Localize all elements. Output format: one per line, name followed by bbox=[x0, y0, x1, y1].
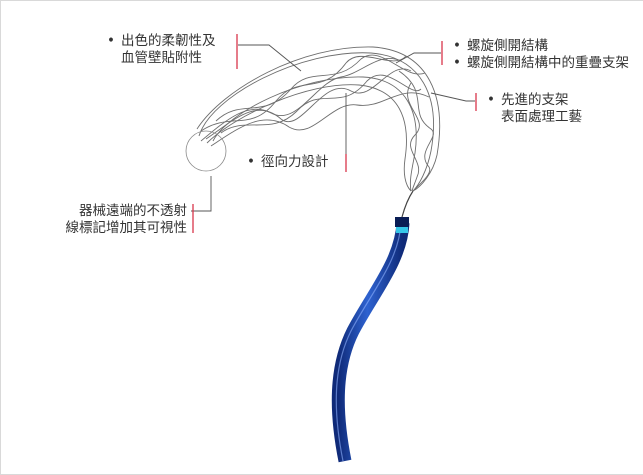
distal-marker-highlight bbox=[185, 130, 227, 172]
label-radiopaque-marker: 器械遠端的不透射 線標記增加其可視性 bbox=[65, 203, 188, 236]
stent-mesh bbox=[196, 46, 441, 192]
leader-lines bbox=[191, 44, 475, 212]
catheter-marker-band bbox=[396, 227, 408, 233]
label-accent-ticks bbox=[192, 34, 477, 233]
bullet-icon: • bbox=[247, 154, 255, 170]
label-flexibility: •出色的柔韌性及 血管壁貼附性 bbox=[107, 33, 216, 66]
label-spiral-structure: •螺旋側開結構 •螺旋側開結構中的重疊支架 bbox=[453, 38, 629, 71]
catheter-tip bbox=[395, 217, 409, 227]
catheter bbox=[331, 217, 410, 463]
delivery-wire bbox=[401, 190, 414, 218]
bullet-icon: • bbox=[487, 92, 495, 108]
bullet-icon: • bbox=[453, 38, 461, 54]
label-surface-treatment: •先進的支架 表面處理工藝 bbox=[487, 92, 582, 125]
label-radial-force: •徑向力設計 bbox=[247, 154, 329, 170]
bullet-icon: • bbox=[453, 55, 461, 71]
bullet-icon: • bbox=[107, 33, 115, 49]
